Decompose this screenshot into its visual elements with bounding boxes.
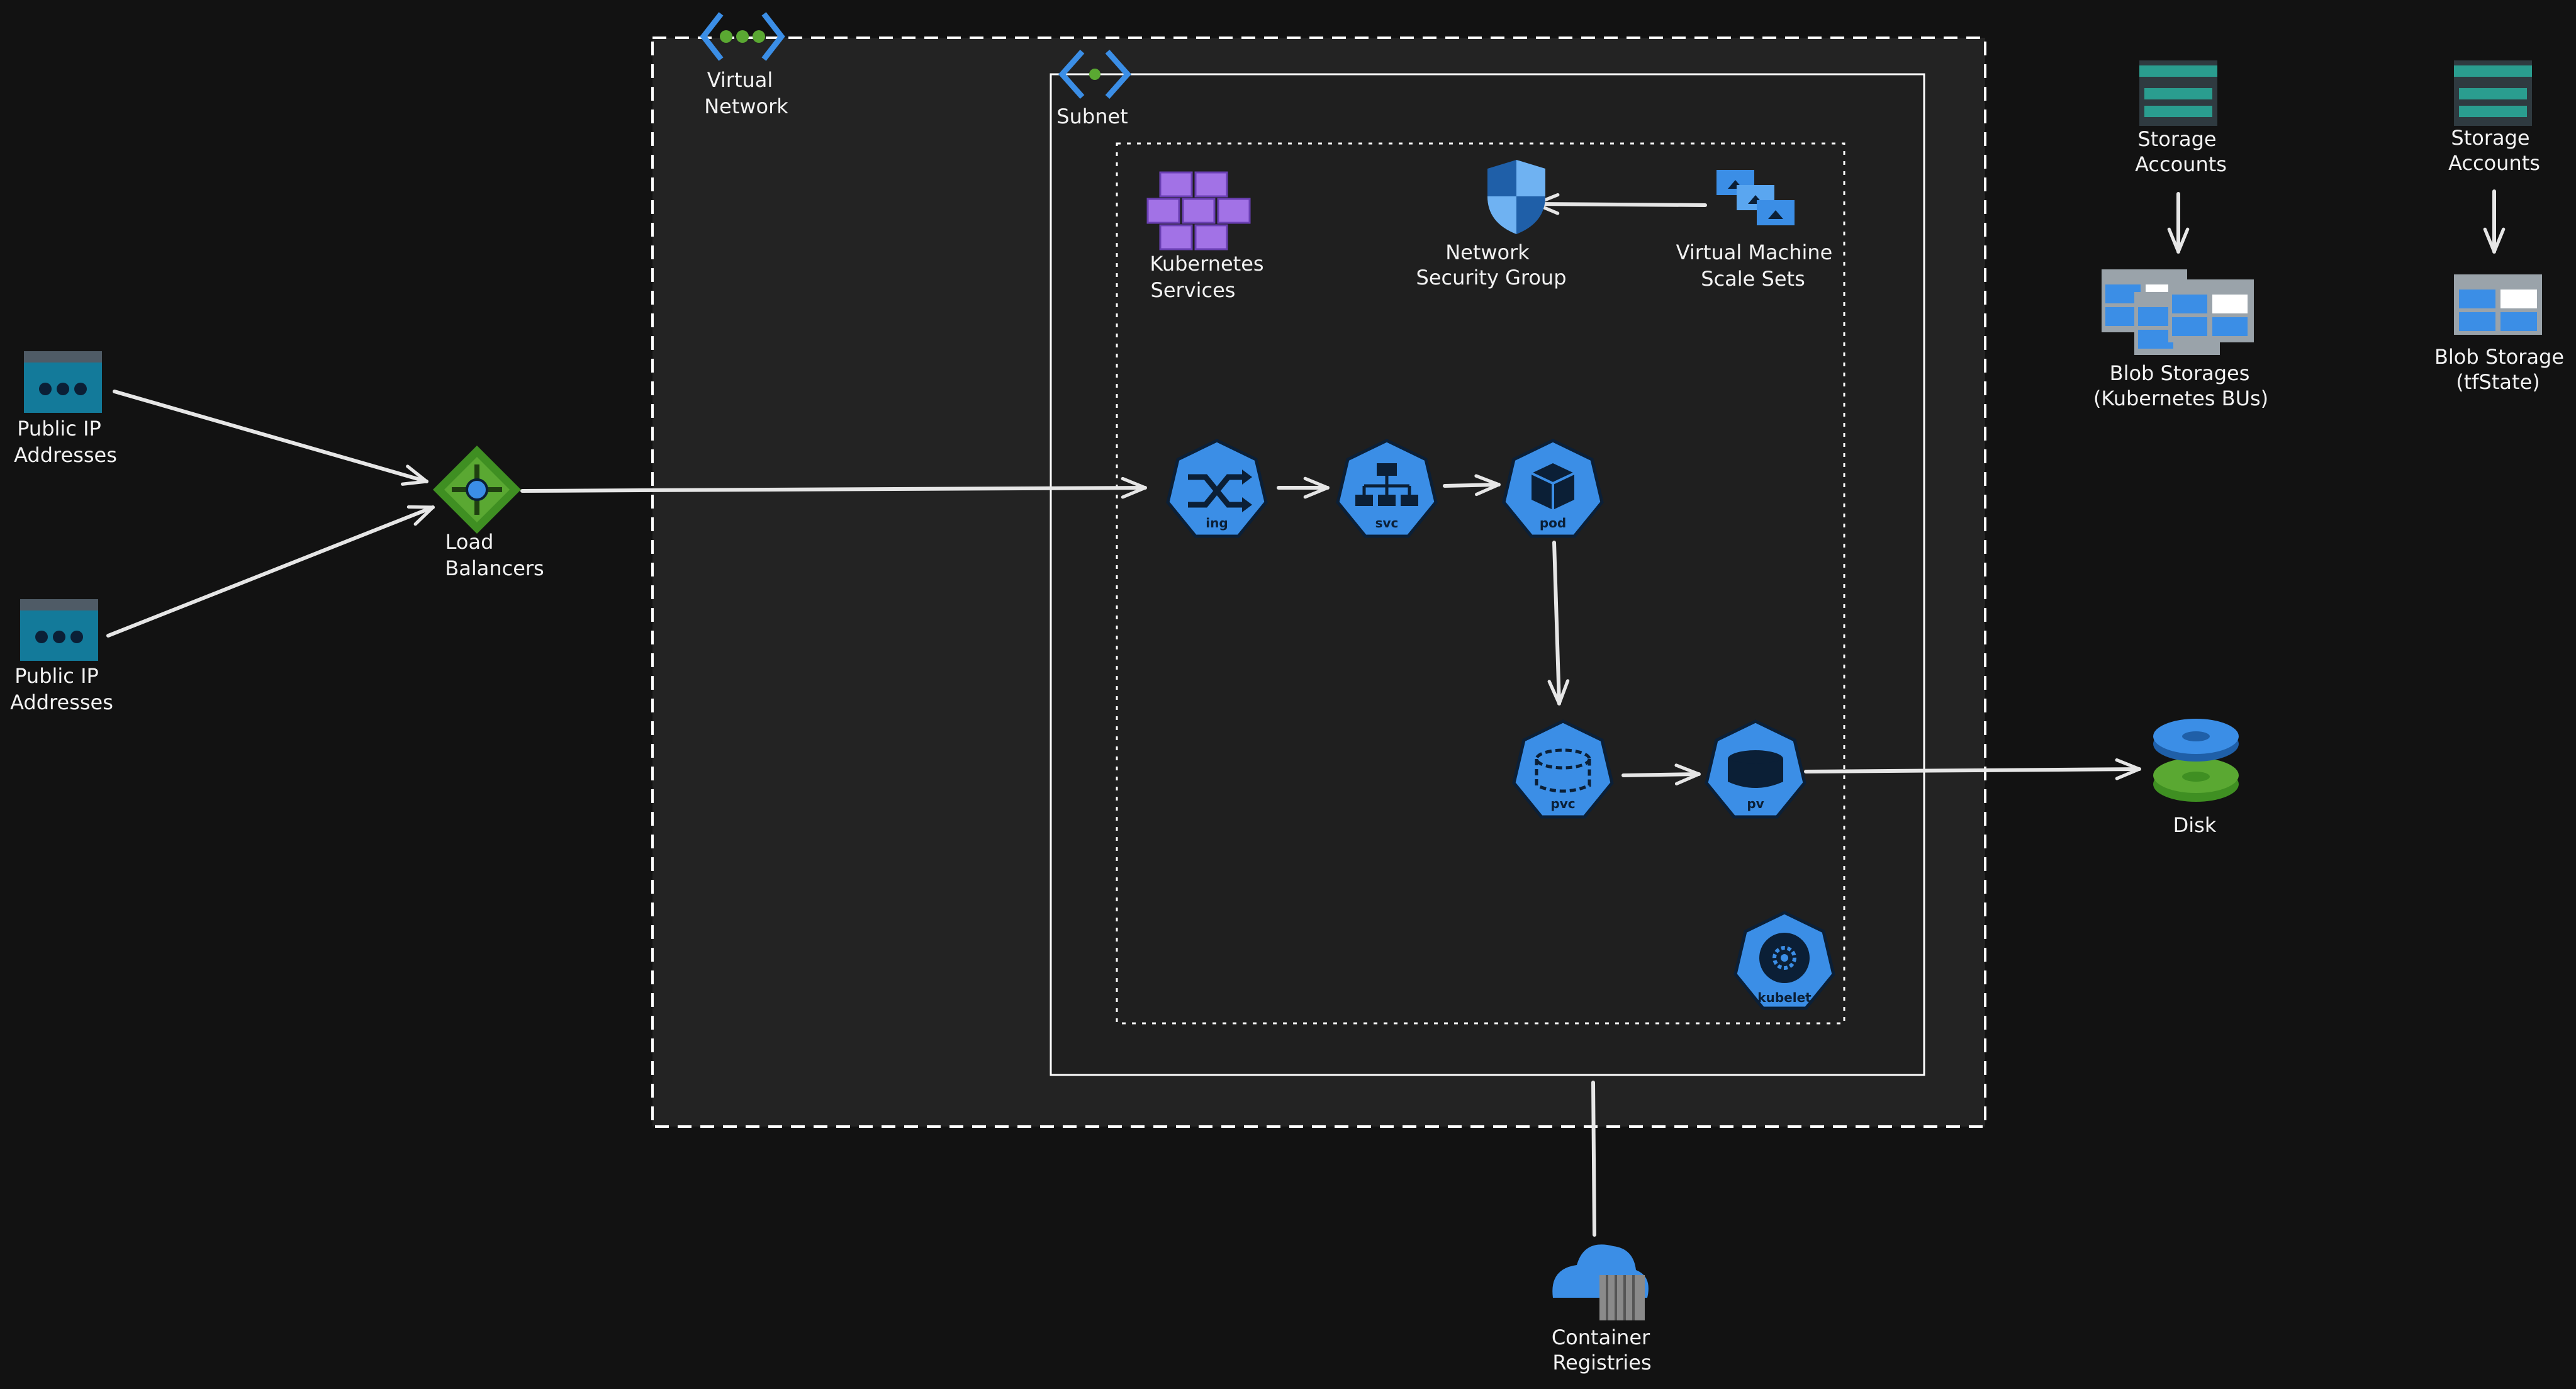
blob-storage-tfstate-label-line2: (tfState) [2456, 370, 2540, 394]
nsg-label-line2: Security Group [1416, 266, 1567, 290]
public-ip-icon [20, 599, 98, 661]
kubernetes-services-label-line1: Kubernetes [1150, 252, 1263, 276]
disk-label: Disk [2173, 813, 2217, 837]
edge-pvc-to-pv [1621, 774, 1701, 775]
k8s-service-icon: svc [1336, 439, 1438, 538]
ing-badge: ing [1206, 515, 1228, 531]
disk-icon [2153, 719, 2239, 802]
edge-public-ip-1-to-load-balancer [113, 390, 427, 481]
kubelet-badge: kubelet [1757, 990, 1812, 1005]
ing-node: ing [1166, 439, 1268, 538]
pvc-badge: pvc [1550, 796, 1575, 811]
storage-accounts-node-2: Storage Accounts [2448, 60, 2540, 175]
load-balancer-node: Load Balancers [433, 446, 544, 580]
disk-node: Disk [2153, 719, 2239, 837]
pod-node: pod [1502, 439, 1604, 538]
vmss-node: Virtual Machine Scale Sets [1676, 170, 1833, 291]
edges [106, 189, 2494, 1237]
kubernetes-services-node: Kubernetes Services [1146, 171, 1264, 302]
blob-storage-tfstate-label-line1: Blob Storage [2434, 345, 2564, 369]
subnet-icon [1058, 50, 1132, 99]
edge-public-ip-2-to-load-balancer [106, 507, 433, 638]
container-registries-label-line2: Registries [1552, 1351, 1651, 1375]
blob-storages-node: Blob Storages (Kubernetes BUs) [2093, 269, 2268, 410]
container-registry-icon [1552, 1244, 1649, 1320]
vmss-label-line2: Scale Sets [1701, 267, 1805, 291]
edge-pv-to-disk [1804, 769, 2141, 772]
public-ip-node-1: Public IP Addresses [14, 351, 117, 467]
k8s-kubelet-icon: kubelet [1733, 911, 1835, 1010]
kubernetes-services-label-line2: Services [1151, 278, 1236, 302]
blob-storage-icon [2102, 269, 2254, 355]
load-balancer-label-line1: Load [445, 530, 494, 554]
storage-accounts-1-label-line2: Accounts [2135, 152, 2227, 176]
kubernetes-services-icon [1146, 171, 1251, 250]
pvc-node: pvc [1512, 719, 1614, 819]
virtual-network-icon [700, 12, 785, 61]
edge-svc-to-pod [1443, 485, 1501, 486]
container-registries-node: Container Registries [1552, 1244, 1652, 1375]
edge-pod-to-pvc [1554, 541, 1559, 706]
pod-badge: pod [1540, 515, 1566, 531]
storage-accounts-node-1: Storage Accounts [2135, 60, 2227, 176]
public-ip-2-label-line2: Addresses [10, 690, 113, 714]
network-security-group-icon [1487, 160, 1545, 234]
storage-accounts-2-label-line2: Accounts [2448, 151, 2540, 175]
edge-vmss-to-nsg [1533, 204, 1707, 205]
aks-cluster-boundary [1116, 142, 1845, 1025]
virtual-network-label-line1: Virtual [707, 68, 773, 92]
svc-node: svc [1336, 439, 1438, 538]
subnet-node: Subnet [1056, 50, 1132, 128]
svc-badge: svc [1375, 515, 1399, 531]
subnet-label: Subnet [1056, 104, 1128, 128]
blob-storages-label-line1: Blob Storages [2110, 361, 2250, 385]
vm-scale-set-icon [1716, 170, 1795, 225]
nsg-label-line1: Network [1445, 240, 1530, 264]
k8s-pod-icon: pod [1502, 439, 1604, 538]
virtual-network-label-line2: Network [704, 94, 788, 118]
blob-storage-tfstate-node: Blob Storage (tfState) [2434, 274, 2564, 394]
container-registries-label-line1: Container [1552, 1325, 1650, 1349]
storage-account-icon [2139, 60, 2217, 126]
k8s-pvc-icon: pvc [1512, 719, 1614, 819]
public-ip-2-label-line1: Public IP [14, 664, 99, 688]
k8s-ingress-icon: ing [1166, 439, 1268, 538]
public-ip-node-2: Public IP Addresses [10, 599, 113, 714]
kubelet-node: kubelet [1733, 911, 1835, 1010]
nsg-node: Network Security Group [1416, 160, 1567, 290]
load-balancer-label-line2: Balancers [445, 556, 544, 580]
edge-subnet-to-container-registries [1591, 1081, 1596, 1237]
storage-account-icon [2454, 60, 2532, 126]
blob-storage-icon [2454, 274, 2542, 335]
virtual-network-node: Virtual Network [700, 12, 788, 118]
pv-badge: pv [1747, 796, 1764, 811]
edge-load-balancer-to-ing [520, 488, 1147, 491]
k8s-pv-icon: pv [1705, 719, 1806, 819]
vmss-label-line1: Virtual Machine [1676, 240, 1833, 264]
load-balancer-icon [433, 446, 521, 534]
pv-node: pv [1705, 719, 1806, 819]
public-ip-1-label-line1: Public IP [17, 417, 101, 441]
storage-accounts-1-label-line1: Storage [2137, 127, 2216, 151]
public-ip-1-label-line2: Addresses [14, 443, 117, 467]
blob-storages-label-line2: (Kubernetes BUs) [2093, 386, 2268, 410]
storage-accounts-2-label-line1: Storage [2451, 126, 2529, 150]
public-ip-icon [24, 351, 102, 413]
